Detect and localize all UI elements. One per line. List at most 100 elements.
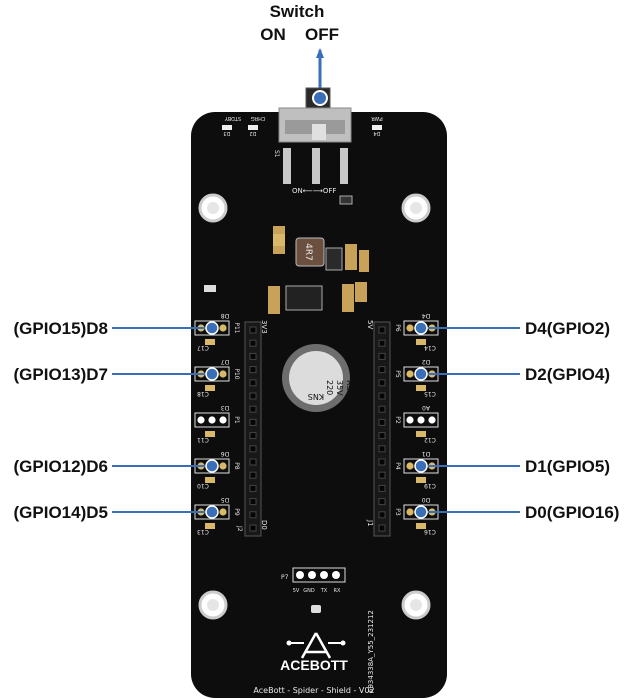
connector-cap — [416, 477, 426, 483]
cap-text-1: 220 — [325, 380, 334, 395]
board-footer: AceBott - Spider - Shield - V02 — [253, 686, 374, 695]
connector-pin — [219, 370, 227, 378]
p7-pin-1 — [296, 571, 304, 579]
header-pin — [378, 432, 386, 440]
connector-d-label: A0 — [422, 404, 430, 411]
switch-leg-3 — [340, 148, 348, 184]
led-d3-label: D3 — [223, 130, 230, 136]
callout-label-right: D2(GPIO4) — [525, 365, 610, 384]
connector-pin — [417, 416, 425, 424]
inductor-label: 4R7 — [303, 243, 313, 261]
connector-label: P2 — [394, 416, 401, 424]
connector-label: P9 — [233, 508, 240, 516]
connector-pin — [219, 508, 227, 516]
mount-hole-inner — [410, 202, 422, 214]
connector-pin — [406, 462, 414, 470]
connector-label: P6 — [394, 324, 401, 332]
header-pin — [378, 339, 386, 347]
power-components: 4R7 — [204, 195, 369, 314]
header-pin — [378, 392, 386, 400]
switch-knob-marker — [312, 90, 328, 106]
p7-frame — [292, 567, 346, 583]
serial-number: 6934338A_Y55_231212 — [367, 610, 375, 693]
header-right-bottom-label: J1 — [366, 519, 374, 527]
callout-marker-left — [205, 321, 219, 335]
connector-c-label: C13 — [197, 528, 209, 535]
p7-pin-4 — [332, 571, 340, 579]
header-right-top-label: 5V — [366, 320, 374, 329]
connector-pin — [406, 370, 414, 378]
connector-pin — [428, 416, 436, 424]
connector-d-label: D8 — [221, 312, 230, 319]
cap-c4 — [359, 250, 369, 272]
header-pin — [378, 511, 386, 519]
callout-marker-right — [414, 459, 428, 473]
connector-d-label: D6 — [221, 450, 230, 457]
switch-slider — [312, 124, 326, 140]
connector-cap — [416, 431, 426, 437]
callout-marker-left — [205, 367, 219, 381]
connector-label: P10 — [233, 368, 240, 379]
connector-pin — [406, 416, 414, 424]
p7-pin-5v: 5V — [293, 588, 300, 594]
callout-marker-right — [414, 505, 428, 519]
switch-mark: ON⟵⟶OFF — [292, 187, 336, 195]
connector-frame — [194, 412, 230, 428]
header-pin — [378, 326, 386, 334]
led-chrg — [248, 125, 258, 130]
connector-pin — [208, 416, 216, 424]
connector-cap — [416, 339, 426, 345]
switch-title: Switch — [270, 2, 325, 21]
cap-c6 — [268, 286, 280, 314]
header-left-bottom-label: D0 — [260, 520, 268, 530]
switch-on-label: ON — [260, 25, 286, 44]
callout-marker-left — [205, 505, 219, 519]
connector-c-label: C11 — [197, 436, 209, 443]
callout-label-right: D1(GPIO5) — [525, 457, 610, 476]
header-pin — [378, 445, 386, 453]
cap-text-2: 35V — [335, 380, 344, 396]
led-pwr — [372, 125, 382, 130]
p7-pin-gnd: GND — [303, 588, 315, 594]
callout-label-left: (GPIO14)D5 — [14, 503, 108, 522]
connector-c-label: C16 — [424, 528, 436, 535]
connector-cap — [205, 339, 215, 345]
header-pin — [249, 366, 257, 374]
mount-hole-inner — [207, 599, 219, 611]
switch-ref: S1 — [273, 150, 280, 158]
q1 — [339, 195, 353, 205]
status-led — [311, 605, 321, 613]
mount-hole-inner — [410, 599, 422, 611]
header-pin — [249, 484, 257, 492]
header-pin — [249, 392, 257, 400]
capacitor-top — [289, 351, 343, 405]
cap-c3 — [345, 244, 357, 270]
logo-dot — [286, 640, 292, 646]
led-pwr-label: PWR — [371, 115, 383, 121]
connector-cap — [205, 477, 215, 483]
led-d4-label: D4 — [373, 130, 380, 136]
logo-mark — [300, 632, 332, 659]
header-pin — [249, 379, 257, 387]
connector-label: P4 — [394, 462, 401, 470]
brand-name: ACEBOTT — [280, 657, 348, 673]
header-left — [244, 321, 262, 537]
chip-u2 — [285, 285, 323, 311]
header-pin — [378, 471, 386, 479]
inductor — [295, 237, 325, 267]
header-pin — [378, 379, 386, 387]
connector-c-label: C19 — [424, 482, 436, 489]
header-pin — [249, 432, 257, 440]
cap-text-3: RST — [345, 380, 354, 396]
header-pin — [249, 471, 257, 479]
header-pin — [378, 352, 386, 360]
connector-d-label: D5 — [221, 496, 230, 503]
connector-cap — [205, 431, 215, 437]
diode-d1 — [325, 247, 343, 271]
header-pin — [378, 458, 386, 466]
led-stdby-label: STDBY — [224, 115, 241, 121]
connector-pin — [219, 324, 227, 332]
cap-text-4: KNS — [308, 392, 324, 401]
callout-marker-left — [205, 459, 219, 473]
